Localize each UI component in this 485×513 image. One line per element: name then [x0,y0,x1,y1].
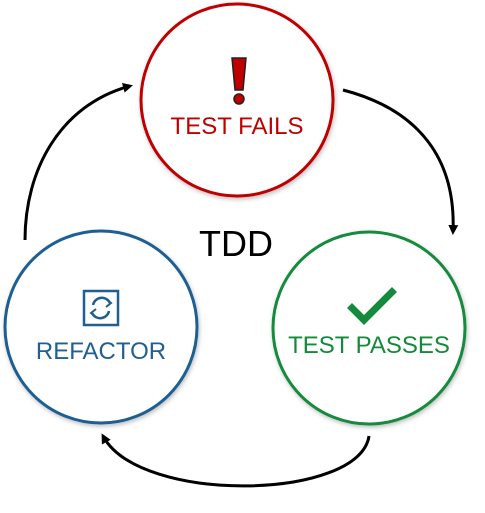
node-test-fails: TEST FAILS [139,2,335,198]
node-refactor: REFACTOR [3,229,199,425]
arrow-fails-to-passes [342,88,459,235]
refresh-icon [82,289,120,327]
arrow-refactor-to-fails [23,83,133,241]
checkmark-icon [347,287,397,325]
node-test-passes-circle [271,230,467,426]
node-test-fails-label: TEST FAILS [171,113,304,140]
node-refactor-label: REFACTOR [36,338,166,365]
center-label: TDD [199,223,273,264]
node-refactor-circle [3,229,199,425]
node-test-passes-label: TEST PASSES [288,332,450,359]
node-test-passes: TEST PASSES [271,230,467,426]
arrow-passes-to-refactor [101,433,371,488]
exclamation-icon [231,57,247,105]
